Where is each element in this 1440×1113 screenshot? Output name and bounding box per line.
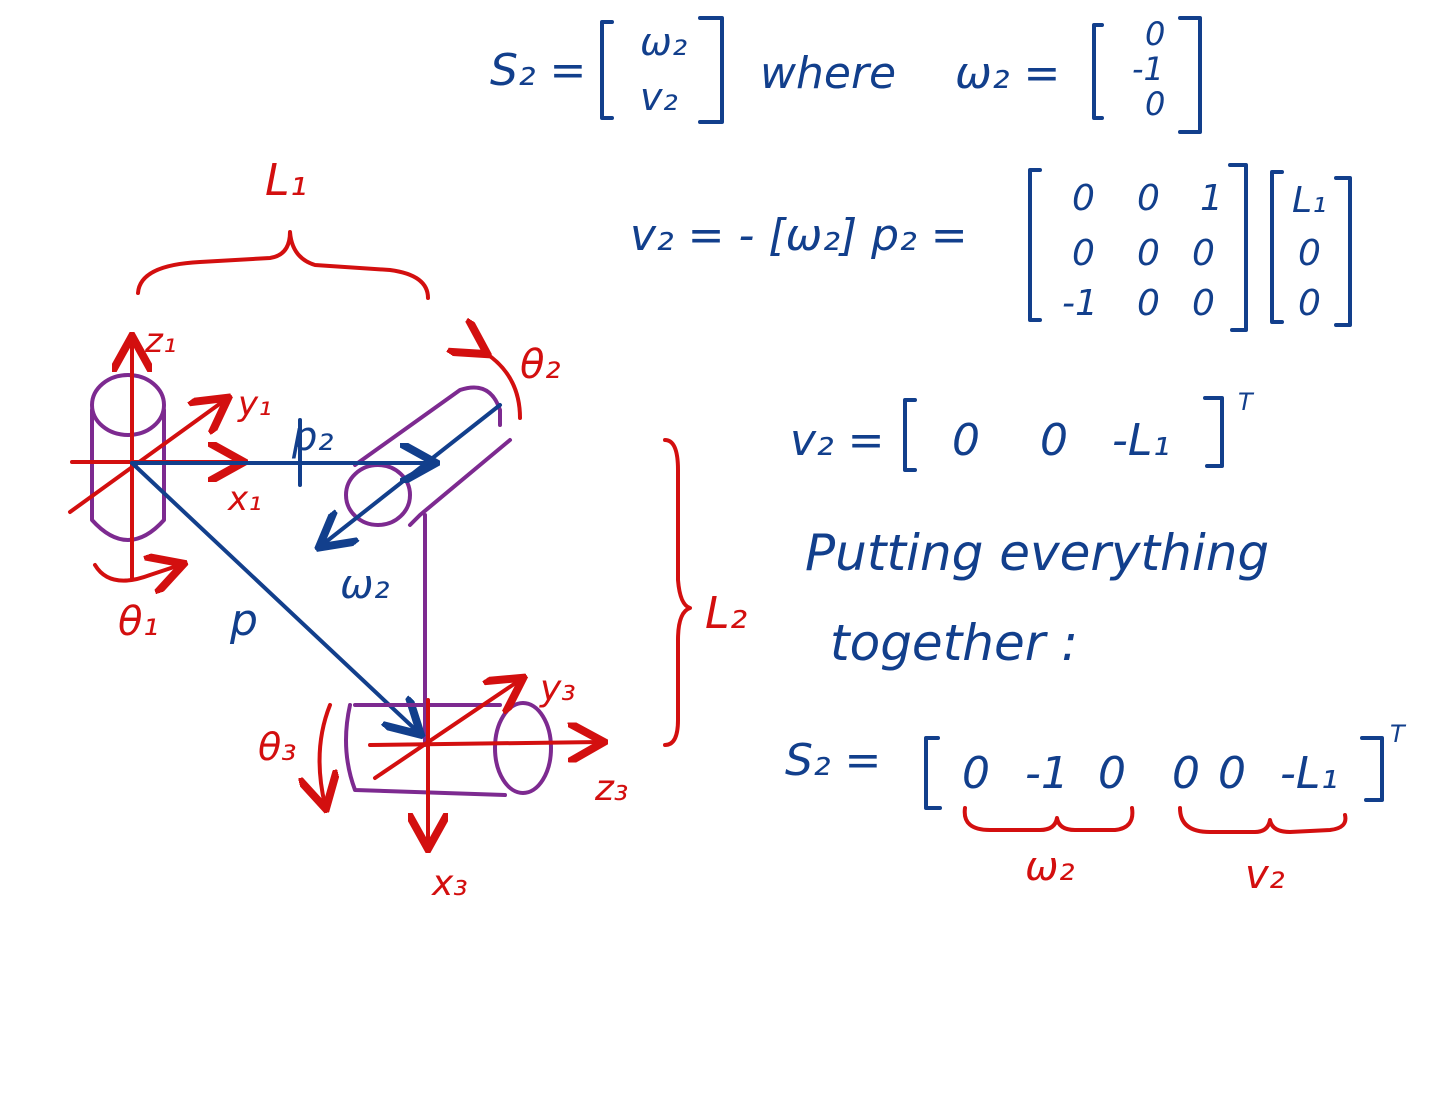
l1-brace <box>136 230 430 300</box>
v2-lhs: v₂ = - [ω₂] p₂ = <box>630 210 968 261</box>
matrix-cell: 0 <box>1137 283 1160 324</box>
p2-label: p₂ <box>291 414 333 460</box>
v-brace <box>1178 806 1348 834</box>
v2-result-val: 0 <box>1040 415 1068 466</box>
s2-val: 0 <box>1218 748 1246 799</box>
robot-diagram: L₁ L₂ z₁ y₁ x₁ θ₁ p₂ ω₂ θ₂ p <box>68 155 747 904</box>
transpose-mark: T <box>1390 720 1407 748</box>
s2-val: 0 <box>1098 748 1126 799</box>
v2-definition: v₂ = - [ω₂] p₂ = 0 0 1 0 0 0 -1 0 0 L₁ 0… <box>630 163 1352 332</box>
s2-final: S₂ = 0 -1 0 0 0 -L₁ T ω₂ v₂ <box>785 720 1407 898</box>
w2-val-1: -1 <box>1132 50 1164 88</box>
vector-cell: 0 <box>1298 233 1321 274</box>
v2-result-val: 0 <box>952 415 980 466</box>
omega-brace-label: ω₂ <box>1025 844 1075 890</box>
v-brace-label: v₂ <box>1245 852 1285 898</box>
theta2-label: θ₂ <box>520 342 561 388</box>
s2-definition: S₂ = ω₂ v₂ where ω₂ = 0 -1 0 <box>490 15 1202 134</box>
joint2-cylinder-body <box>353 385 512 527</box>
matrix-cell: 0 <box>1137 233 1160 274</box>
z3-label: z₃ <box>594 768 628 809</box>
y1-label: y₁ <box>237 384 272 424</box>
w2-val-0: 0 <box>1145 15 1165 53</box>
together-text: together : <box>830 614 1078 672</box>
theta3-label: θ₃ <box>258 725 296 769</box>
matrix-cell: -1 <box>1062 283 1098 324</box>
s2-bottom: v₂ <box>640 75 678 119</box>
joint3-cylinder-end <box>493 701 553 795</box>
transpose-mark: T <box>1238 388 1255 416</box>
joint1-cylinder-top <box>90 373 166 437</box>
matrix-cell: 0 <box>1072 178 1095 219</box>
w2-lhs: ω₂ = <box>955 48 1060 99</box>
l2-label: L₂ <box>705 588 747 639</box>
matrix-cell: 0 <box>1192 283 1215 324</box>
s2-val: 0 <box>962 748 990 799</box>
s2-val: 0 <box>1172 748 1200 799</box>
x1-label: x₁ <box>227 479 262 519</box>
s2-top: ω₂ <box>640 20 687 64</box>
matrix-cell: 1 <box>1200 178 1223 219</box>
matrix-cell: 0 <box>1192 233 1215 274</box>
omega-brace <box>962 806 1135 832</box>
z1-label: z₁ <box>144 321 176 361</box>
l2-brace <box>663 438 692 747</box>
putting-text: Putting everything <box>805 524 1269 582</box>
theta1-label: θ₁ <box>118 599 159 645</box>
x3-label: x₃ <box>431 863 468 904</box>
joint2-cylinder-end <box>344 463 412 527</box>
s2-val: -L₁ <box>1280 748 1338 799</box>
p-label: p <box>229 595 258 646</box>
s2-lhs: S₂ = <box>490 45 586 96</box>
w2-label: ω₂ <box>340 562 390 608</box>
vector-cell: L₁ <box>1292 180 1327 221</box>
l1-label: L₁ <box>265 155 307 206</box>
s2-val: -1 <box>1025 748 1069 799</box>
vector-cell: 0 <box>1298 283 1321 324</box>
matrix-cell: 0 <box>1137 178 1160 219</box>
matrix-cell: 0 <box>1072 233 1095 274</box>
v2-result-lhs: v₂ = <box>790 415 885 466</box>
s2-final-lhs: S₂ = <box>785 735 881 786</box>
where-text: where <box>760 48 896 99</box>
w2-val-2: 0 <box>1145 85 1165 123</box>
y3-label: y₃ <box>539 668 576 709</box>
v2-result-val: -L₁ <box>1112 415 1170 466</box>
v2-result: v₂ = 0 0 -L₁ T <box>790 388 1255 472</box>
joint1-cylinder-body <box>90 408 166 542</box>
